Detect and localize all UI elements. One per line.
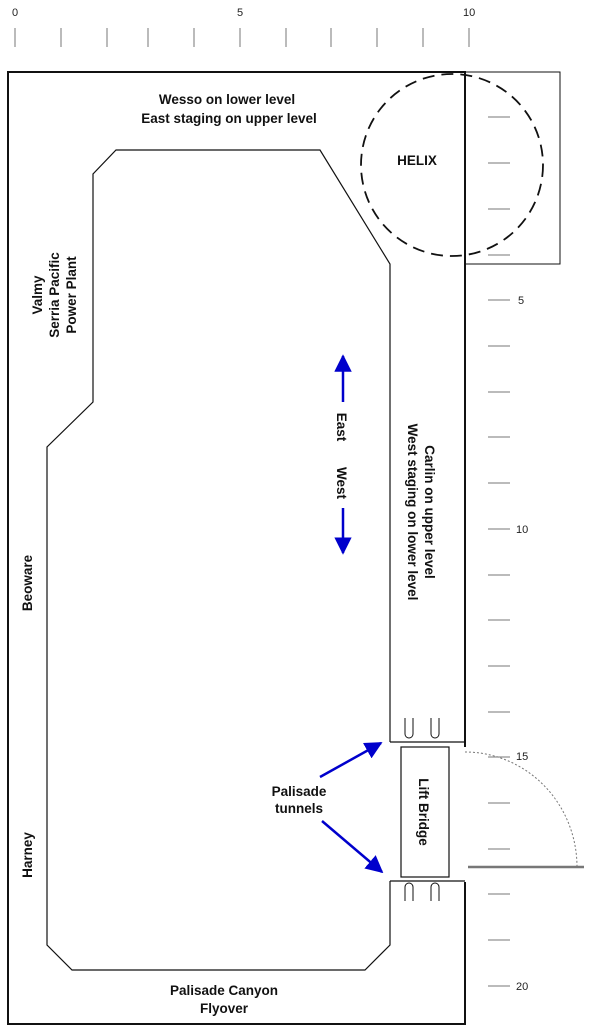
ruler-right-label: 10 [516, 524, 528, 536]
beoware-label: Beoware [20, 554, 35, 611]
helix-label: HELIX [397, 153, 437, 168]
west-staging-label: West staging on lower level [405, 424, 420, 601]
lift-bridge-label: Lift Bridge [416, 778, 431, 846]
serria-pacific-label: Serria Pacific [47, 252, 62, 338]
tunnel-arrow-lower [321, 820, 384, 874]
power-plant-label: Power Plant [64, 256, 79, 334]
ruler-top-label: 5 [237, 7, 243, 19]
flyover-label: Palisade Canyon [170, 983, 278, 998]
top-ruler: 0 5 10 [12, 7, 475, 47]
tunnel-portals-upper [404, 718, 440, 739]
ruler-right-label: 15 [516, 751, 528, 763]
outer-boundary [7, 71, 466, 1025]
benchwork-outline [46, 149, 391, 971]
ruler-right-label: 20 [516, 981, 528, 993]
helix-box [465, 71, 561, 265]
right-ruler: 5 10 15 20 [488, 116, 528, 993]
wesso-label: Wesso on lower level [159, 92, 295, 107]
tunnel-arrow-upper [319, 741, 383, 779]
tunnel-portals-lower [404, 882, 440, 901]
carlin-label: Carlin on upper level [422, 445, 437, 579]
ruler-right-label: 5 [518, 295, 524, 307]
west-label: West [334, 467, 349, 500]
helix-circle [360, 73, 544, 257]
east-staging-label: East staging on upper level [141, 111, 317, 126]
lift-bridge[interactable] [390, 741, 465, 882]
harney-label: Harney [20, 832, 35, 878]
door [464, 751, 584, 869]
ruler-top-label: 0 [12, 7, 18, 19]
palisade-tunnels-label-2: tunnels [275, 801, 323, 816]
valmy-label: Valmy [30, 275, 45, 315]
ruler-top-label: 10 [463, 7, 475, 19]
flyover-label-2: Flyover [200, 1001, 249, 1016]
palisade-tunnels-label: Palisade [272, 784, 327, 799]
east-label: East [334, 413, 349, 442]
